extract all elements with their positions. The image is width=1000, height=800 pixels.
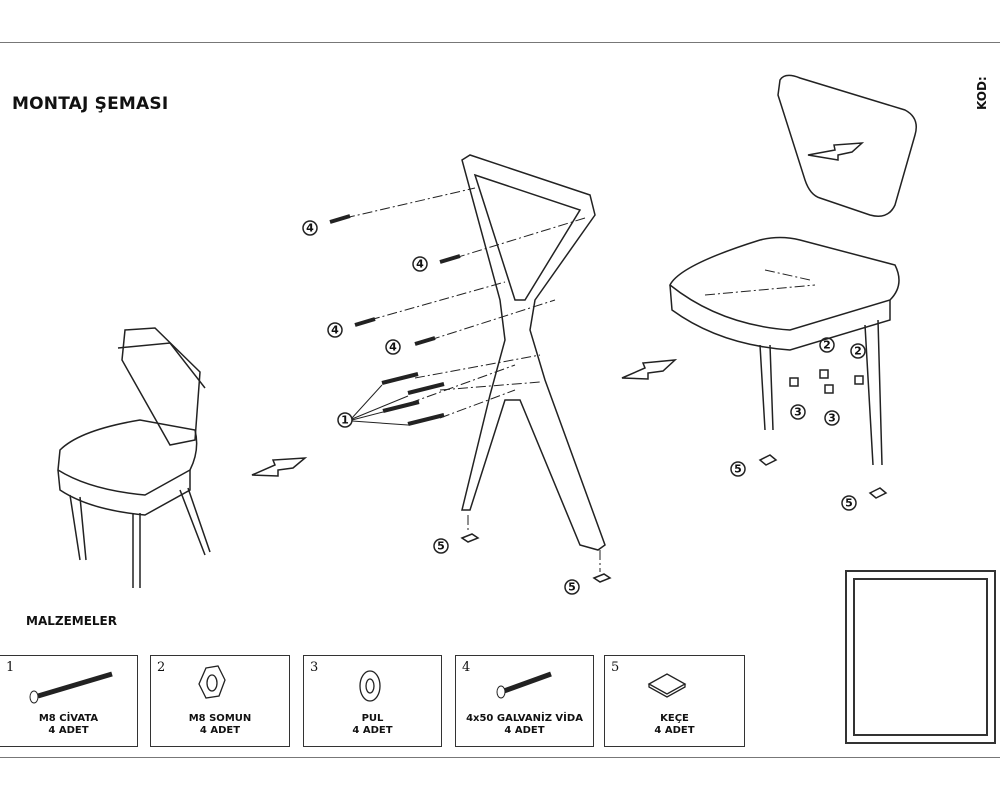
callout-5: 5: [433, 538, 449, 554]
material-item-4: 4 4x50 GALVANİZ VİDA 4 ADET: [455, 655, 594, 747]
wood-screw-icon: [496, 671, 552, 699]
callout-2: 2: [819, 337, 835, 353]
item-quantity: 4 ADET: [504, 725, 545, 736]
materials-title: MALZEMELER: [26, 614, 117, 628]
callout-5: 5: [730, 461, 746, 477]
item-name: M8 SOMUN: [188, 713, 252, 724]
blank-frame: [845, 570, 996, 744]
callout-2: 2: [850, 343, 866, 359]
hex-nut-icon: [198, 665, 226, 699]
callout-4: 4: [302, 220, 318, 236]
svg-text:4: 4: [416, 258, 424, 271]
washer-icon: [359, 670, 381, 702]
callout-3: 3: [790, 404, 806, 420]
material-item-3: 3 PUL 4 ADET: [303, 655, 442, 747]
svg-text:3: 3: [794, 406, 802, 419]
svg-text:4: 4: [389, 341, 397, 354]
side-frame: [461, 154, 606, 551]
callout-1: 1: [337, 384, 409, 428]
backrest-panel: [777, 74, 917, 217]
item-number: 3: [310, 660, 319, 675]
page-title: MONTAJ ŞEMASI: [12, 94, 169, 114]
callout-4: 4: [412, 256, 428, 272]
screws: [329, 214, 461, 426]
seat-assembly: [669, 236, 900, 499]
svg-text:4: 4: [306, 222, 314, 235]
svg-text:1: 1: [341, 414, 349, 427]
arrow-left-icon: [251, 457, 308, 477]
item-name: PUL: [361, 713, 384, 724]
callout-5: 5: [564, 579, 580, 595]
svg-text:5: 5: [734, 463, 742, 476]
arrow-left-icon: [621, 359, 678, 380]
material-item-5: 5 KEÇE 4 ADET: [604, 655, 745, 747]
item-number: 1: [6, 660, 15, 675]
assembled-chair: [57, 327, 211, 588]
item-number: 2: [157, 660, 166, 675]
item-name: M8 CİVATA: [38, 713, 99, 724]
item-name: 4x50 GALVANİZ VİDA: [466, 713, 583, 724]
svg-text:2: 2: [823, 339, 831, 352]
felt-pad-icon: [647, 673, 687, 698]
bolt-icon: [29, 671, 113, 704]
item-quantity: 4 ADET: [352, 725, 393, 736]
svg-text:3: 3: [828, 412, 836, 425]
item-quantity: 4 ADET: [48, 725, 89, 736]
callout-4: 4: [327, 322, 343, 338]
bottom-rule: [0, 757, 1000, 758]
svg-text:5: 5: [568, 581, 576, 594]
item-name: KEÇE: [660, 713, 689, 724]
assembly-diagram: 4 4 4 4 1 5 5 2 2 3 3 5 5: [57, 74, 917, 595]
svg-text:5: 5: [437, 540, 445, 553]
material-item-1: 1 M8 CİVATA 4 ADET: [0, 655, 138, 747]
svg-text:4: 4: [331, 324, 339, 337]
blank-frame-inner: [853, 578, 988, 736]
guide-lines: [344, 187, 816, 572]
callout-4: 4: [385, 339, 401, 355]
callout-3: 3: [824, 410, 840, 426]
item-number: 4: [462, 660, 471, 675]
item-number: 5: [611, 660, 620, 675]
felt-pads: [460, 533, 612, 583]
item-quantity: 4 ADET: [199, 725, 241, 736]
svg-text:5: 5: [845, 497, 853, 510]
svg-text:2: 2: [854, 345, 862, 358]
item-quantity: 4 ADET: [654, 725, 695, 736]
top-rule: [0, 42, 1000, 43]
callout-5: 5: [841, 495, 857, 511]
material-item-2: 2 M8 SOMUN 4 ADET: [150, 655, 290, 747]
callouts: 4 4 4 4 1 5 5 2 2 3 3 5 5: [302, 220, 866, 595]
